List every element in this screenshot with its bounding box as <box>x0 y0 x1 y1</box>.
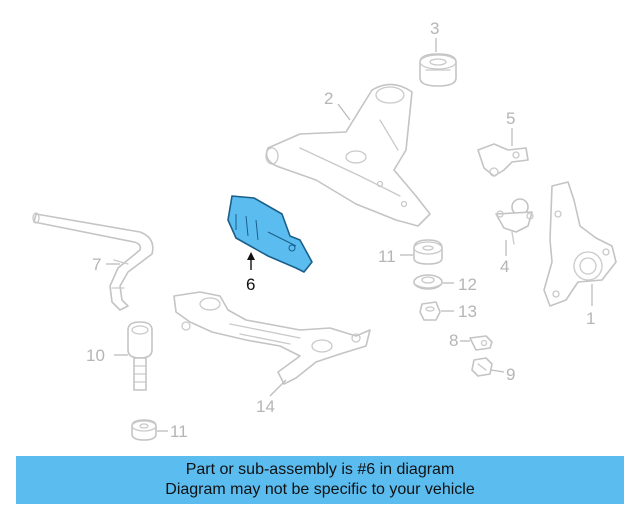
callout-2: 2 <box>324 89 333 108</box>
callout-7: 7 <box>92 255 101 274</box>
part-7-stabilizer-bar[interactable] <box>32 212 154 311</box>
part-6-shield[interactable] <box>227 195 313 273</box>
part-4-ball-joint[interactable] <box>495 198 534 245</box>
part-10-link[interactable] <box>127 321 153 391</box>
part-13-nut[interactable] <box>419 301 441 321</box>
part-11-nut-right[interactable] <box>413 239 443 265</box>
callout-8: 8 <box>449 331 458 350</box>
callout-14: 14 <box>256 397 275 416</box>
part-2-control-arm[interactable] <box>265 83 431 227</box>
part-8-bolt[interactable] <box>469 335 493 351</box>
part-1-knuckle[interactable] <box>543 181 617 307</box>
callout-6: 6 <box>246 275 255 294</box>
leader-14 <box>269 379 287 397</box>
callout-13: 13 <box>458 302 477 321</box>
leader-9 <box>490 369 505 373</box>
callout-12: 12 <box>458 275 477 294</box>
callout-5: 5 <box>506 109 515 128</box>
part-12-washer[interactable] <box>413 274 443 290</box>
leader-6-arrowhead <box>247 252 255 260</box>
callout-1: 1 <box>586 309 595 328</box>
part-5-bracket[interactable] <box>477 143 529 177</box>
part-3-bushing[interactable] <box>419 53 457 87</box>
callout-4: 4 <box>500 257 509 276</box>
part-11-nut-left[interactable] <box>131 419 157 441</box>
callout-11-right: 11 <box>378 247 396 266</box>
leader-2 <box>337 103 351 121</box>
callout-9: 9 <box>506 365 515 384</box>
info-banner: Part or sub-assembly is #6 in diagram Di… <box>16 456 624 504</box>
part-14-subframe[interactable] <box>173 291 371 385</box>
part-9-clip[interactable] <box>471 357 493 377</box>
banner-line-1: Part or sub-assembly is #6 in diagram <box>185 461 455 478</box>
banner-line-2: Diagram may not be specific to your vehi… <box>165 481 475 498</box>
callout-10: 10 <box>86 346 105 365</box>
parts-diagram: 3 2 5 4 1 <box>32 19 617 441</box>
callout-3: 3 <box>430 19 439 38</box>
callout-11-left: 11 <box>170 422 188 441</box>
